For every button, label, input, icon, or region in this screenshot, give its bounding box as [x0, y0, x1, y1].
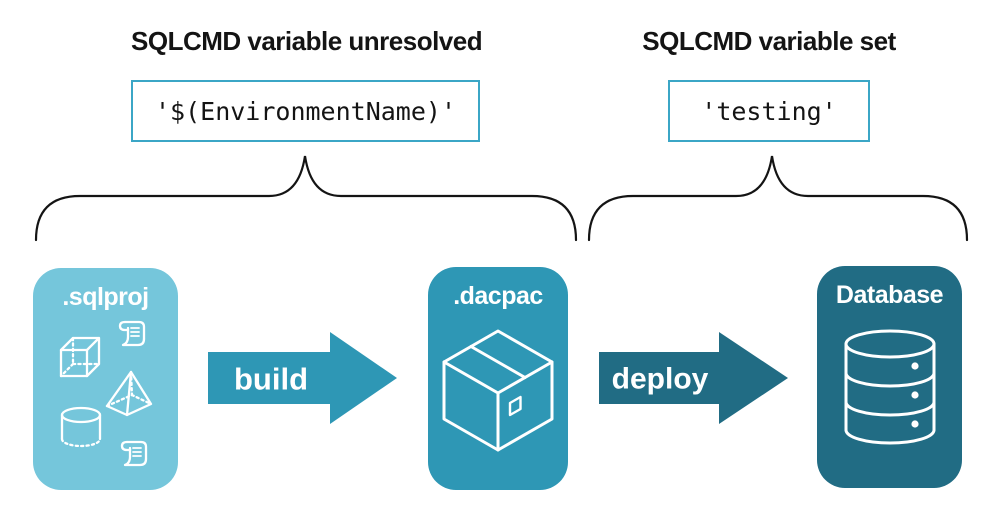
package-box-icon: [442, 329, 553, 452]
sqlproj-label: .sqlproj: [62, 283, 149, 311]
heading-variable-set: SQLCMD variable set: [642, 26, 896, 56]
code-box-set: 'testing': [668, 80, 870, 142]
build-arrow-label: build: [234, 362, 308, 397]
build-arrow: build: [208, 332, 397, 424]
database-label: Database: [835, 281, 944, 309]
heading-variable-unresolved: SQLCMD variable unresolved: [131, 26, 483, 56]
scroll-icon: [120, 440, 147, 467]
database-box: Database: [817, 266, 962, 488]
deploy-arrow-label: deploy: [612, 363, 709, 396]
database-cylinder-icon: [844, 329, 935, 445]
cylinder-icon: [60, 406, 101, 448]
dacpac-box: .dacpac: [428, 267, 568, 490]
sqlproj-box: .sqlproj: [33, 268, 178, 490]
code-box-unresolved: '$(EnvironmentName)': [131, 80, 480, 142]
dacpac-label: .dacpac: [453, 282, 543, 310]
sql-objects-icons: [59, 320, 152, 467]
code-value-set: 'testing': [701, 96, 837, 126]
code-value-unresolved: '$(EnvironmentName)': [154, 96, 457, 126]
cube-icon: [59, 336, 100, 378]
pyramid-icon: [105, 370, 152, 417]
deploy-arrow: deploy: [599, 332, 788, 424]
left-curly-brace: [34, 155, 578, 242]
right-curly-brace: [587, 155, 969, 242]
scroll-icon: [118, 320, 145, 347]
